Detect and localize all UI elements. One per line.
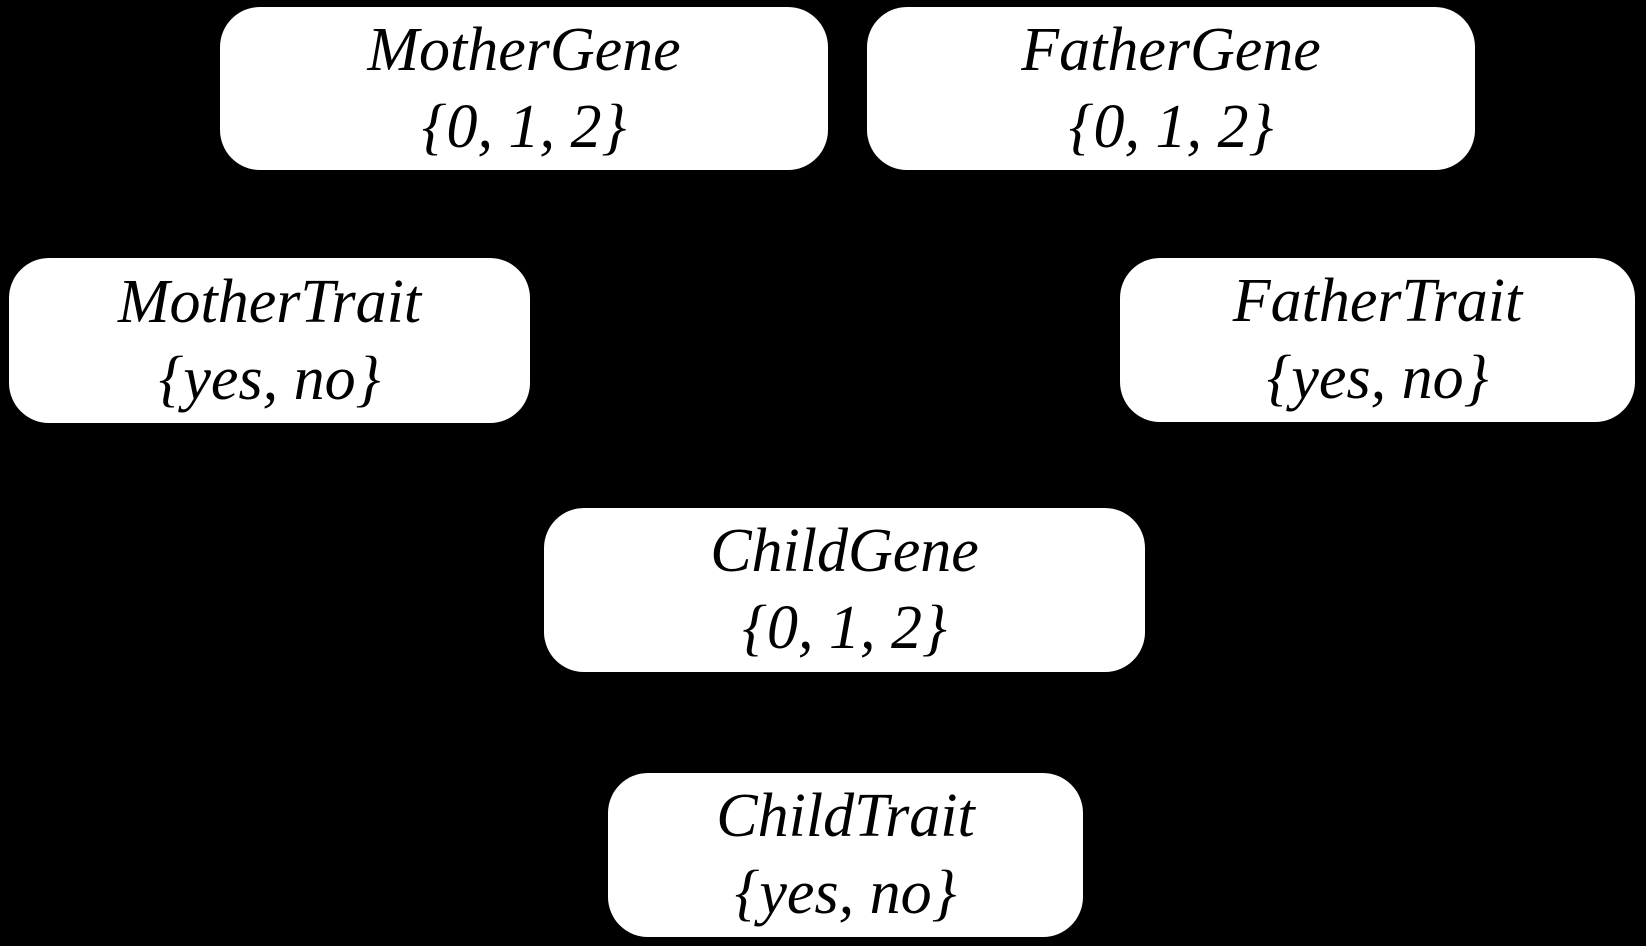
node-father-trait-label: FatherTrait — [1232, 267, 1523, 336]
node-father-trait: FatherTrait {yes, no} — [1120, 258, 1635, 422]
node-mother-trait: MotherTrait {yes, no} — [9, 258, 530, 423]
node-mother-gene: MotherGene {0, 1, 2} — [220, 7, 828, 170]
node-child-gene-label: ChildGene — [710, 517, 979, 586]
node-child-gene: ChildGene {0, 1, 2} — [544, 508, 1145, 672]
node-mother-gene-label: MotherGene — [367, 15, 681, 84]
node-mother-gene-domain: {0, 1, 2} — [421, 92, 627, 161]
node-mother-trait-domain: {yes, no} — [158, 344, 381, 413]
node-mother-trait-label: MotherTrait — [117, 267, 422, 336]
node-father-gene: FatherGene {0, 1, 2} — [867, 7, 1475, 170]
node-child-trait-label: ChildTrait — [716, 782, 975, 851]
node-father-gene-label: FatherGene — [1021, 15, 1321, 84]
node-child-trait: ChildTrait {yes, no} — [608, 773, 1083, 937]
node-child-gene-domain: {0, 1, 2} — [742, 594, 947, 662]
node-father-gene-domain: {0, 1, 2} — [1068, 92, 1274, 161]
node-father-trait-domain: {yes, no} — [1266, 344, 1489, 412]
node-child-trait-domain: {yes, no} — [734, 859, 957, 927]
